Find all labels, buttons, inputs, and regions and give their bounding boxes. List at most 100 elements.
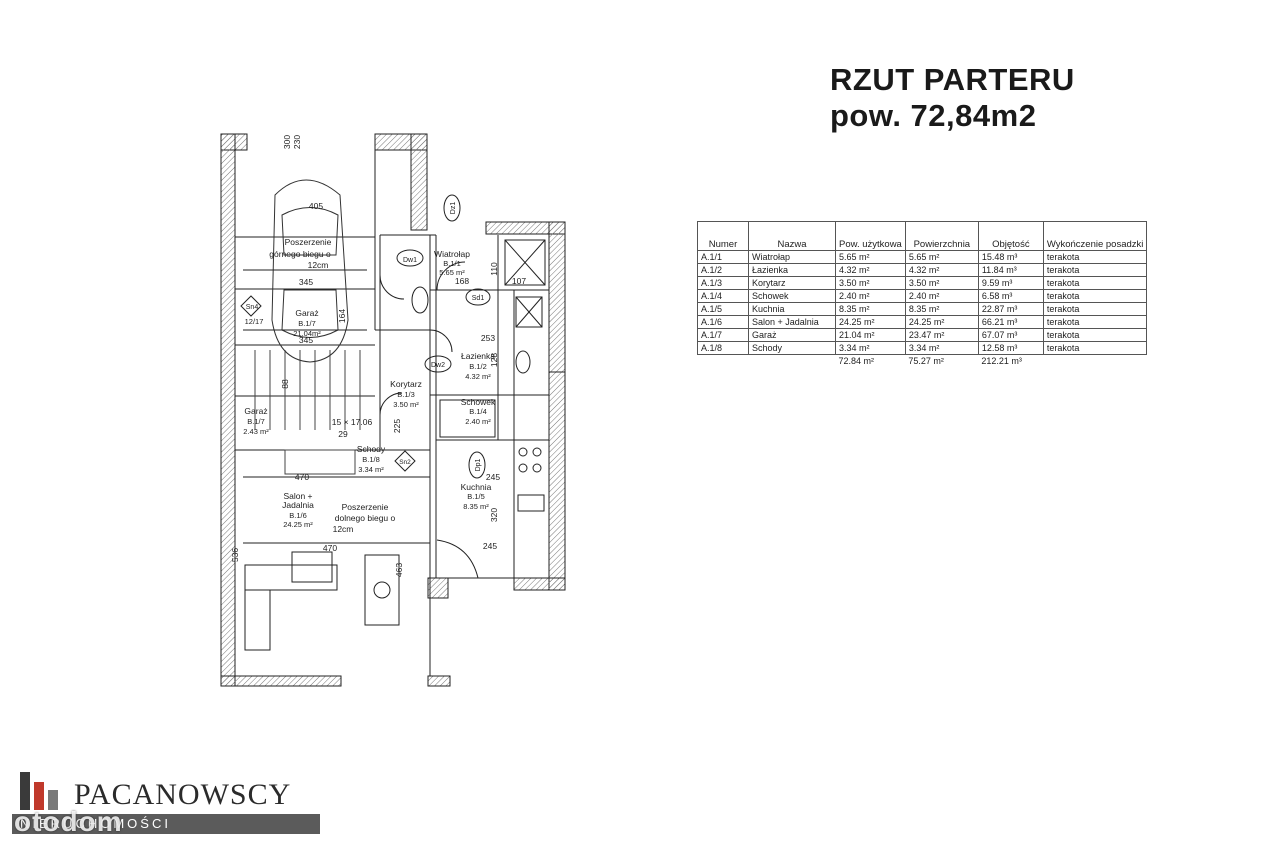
- dim-300: 300: [282, 135, 292, 149]
- garage-name: Garaż: [295, 308, 318, 318]
- dim-164: 164: [337, 309, 347, 323]
- floor-plan: 300 230 405 Poszerzenie górnego biegu o …: [220, 133, 566, 687]
- salon-name-2: Jadalnia: [282, 500, 314, 510]
- schody-code: B.1/8: [362, 455, 380, 464]
- sd1-label: Sd1: [472, 295, 485, 302]
- dim-345b: 345: [299, 335, 313, 345]
- table-cell-wyk: terakota: [1042, 250, 1148, 264]
- dim-536: 536: [230, 548, 240, 562]
- korytarz-name: Korytarz: [390, 379, 422, 389]
- table-header-row: Numer Nazwa Pow. użytkowa Powierzchnia O…: [697, 221, 1148, 251]
- plan-title: RZUT PARTERU pow. 72,84m2: [830, 62, 1075, 134]
- sn4-marker: [240, 295, 262, 317]
- col-powierzchnia: Powierzchnia: [904, 221, 979, 251]
- korytarz-code: B.1/3: [397, 390, 415, 399]
- col-numer: Numer: [697, 221, 749, 251]
- dim-405: 405: [309, 201, 323, 211]
- wall-left: [220, 133, 236, 687]
- table-cell-pow: 3.34 m²: [835, 341, 906, 355]
- table-cell-pow: 5.65 m²: [835, 250, 906, 264]
- table-cell-pow: 24.25 m²: [835, 315, 906, 329]
- kuchnia-code: B.1/5: [467, 492, 485, 501]
- logo-subtitle: NIERUCHOMOŚCI: [12, 814, 320, 834]
- dp1-label: Dp1: [475, 458, 482, 471]
- table-cell-wyk: terakota: [1042, 276, 1148, 290]
- sn4-ratio: 12/17: [245, 317, 264, 326]
- col-pow-uzytkowa: Pow. użytkowa: [835, 221, 906, 251]
- table-cell-nazwa: Schody: [748, 341, 836, 355]
- dim-470a: 470: [295, 472, 309, 482]
- garage2-name: Garaż: [244, 406, 267, 416]
- table-cell-powierzchnia: 4.32 m²: [904, 263, 979, 277]
- watermark: otodom: [14, 806, 123, 837]
- col-wykonczenie: Wykończenie posadzki: [1042, 221, 1148, 251]
- dim-128: 128: [489, 353, 499, 367]
- dw2-marker: [424, 355, 452, 373]
- schody-name: Schody: [357, 444, 386, 454]
- ext-lower-1: Poszerzenie: [342, 502, 389, 512]
- wiatrolap-area: 5.65 m²: [439, 268, 465, 277]
- lazienka-area: 4.32 m²: [465, 372, 491, 381]
- ext-lower-3: 12cm: [333, 524, 354, 534]
- korytarz-area: 3.50 m²: [393, 400, 419, 409]
- wall-right-garage: [410, 133, 428, 231]
- table-cell-objetosc: 12.58 m³: [977, 341, 1044, 355]
- table-cell-pow: 21.04 m²: [835, 328, 906, 342]
- table-cell-numer: A.1/3: [697, 276, 749, 290]
- wall-right: [548, 371, 566, 591]
- table-cell-nazwa: Wiatrołap: [748, 250, 836, 264]
- table-cell-wyk: terakota: [1042, 315, 1148, 329]
- wiatrolap-name: Wiatrołap: [434, 249, 470, 259]
- table-cell-powierzchnia: 5.65 m²: [904, 250, 979, 264]
- door-swing: [436, 539, 479, 579]
- total-objetosc: 212.21 m³: [981, 356, 1022, 366]
- col-objetosc: Objętość: [977, 221, 1044, 251]
- wall-right: [548, 221, 566, 373]
- salon-name-1: Salon +: [283, 491, 312, 501]
- table-cell-pow: 2.40 m²: [835, 289, 906, 303]
- dim-107: 107: [512, 276, 526, 286]
- table-cell-numer: A.1/8: [697, 341, 749, 355]
- table-cell-nazwa: Kuchnia: [748, 302, 836, 316]
- wall-bottom: [427, 675, 451, 687]
- table-cell-numer: A.1/2: [697, 263, 749, 277]
- table-cell-nazwa: Schowek: [748, 289, 836, 303]
- wall-bottom-right: [513, 577, 566, 591]
- plan-title-line1: RZUT PARTERU: [830, 62, 1075, 97]
- schowek-area: 2.40 m²: [465, 417, 491, 426]
- table-cell-wyk: terakota: [1042, 263, 1148, 277]
- garage-code: B.1/7: [298, 319, 316, 328]
- sofa: [244, 564, 338, 591]
- table-cell-numer: A.1/1: [697, 250, 749, 264]
- salon-code: B.1/6: [289, 511, 307, 520]
- col-nazwa: Nazwa: [748, 221, 836, 251]
- schowek-code: B.1/4: [469, 407, 487, 416]
- table-cell-powierzchnia: 8.35 m²: [904, 302, 979, 316]
- garage2-code: B.1/7: [247, 417, 265, 426]
- stairs-29: 29: [338, 429, 348, 439]
- dz1-marker: [443, 194, 461, 222]
- table-cell-powierzchnia: 3.34 m²: [904, 341, 979, 355]
- salon-area: 24.25 m²: [283, 520, 313, 529]
- dim-320: 320: [489, 508, 499, 522]
- table-cell-powierzchnia: 24.25 m²: [904, 315, 979, 329]
- stairs-dims: 15 × 17.06: [332, 417, 373, 427]
- table-cell-powierzchnia: 3.50 m²: [904, 276, 979, 290]
- table-cell-wyk: terakota: [1042, 302, 1148, 316]
- dw1-label: Dw1: [403, 257, 417, 264]
- building-icon: [20, 772, 58, 810]
- dim-230: 230: [292, 135, 302, 149]
- table-cell-numer: A.1/4: [697, 289, 749, 303]
- table-cell-nazwa: Garaż: [748, 328, 836, 342]
- table-cell-nazwa: Łazienka: [748, 263, 836, 277]
- dim-345a: 345: [299, 277, 313, 287]
- garage-area: 21.04m²: [293, 329, 321, 338]
- schowek-name: Schowek: [461, 397, 496, 407]
- table-cell-objetosc: 66.21 m³: [977, 315, 1044, 329]
